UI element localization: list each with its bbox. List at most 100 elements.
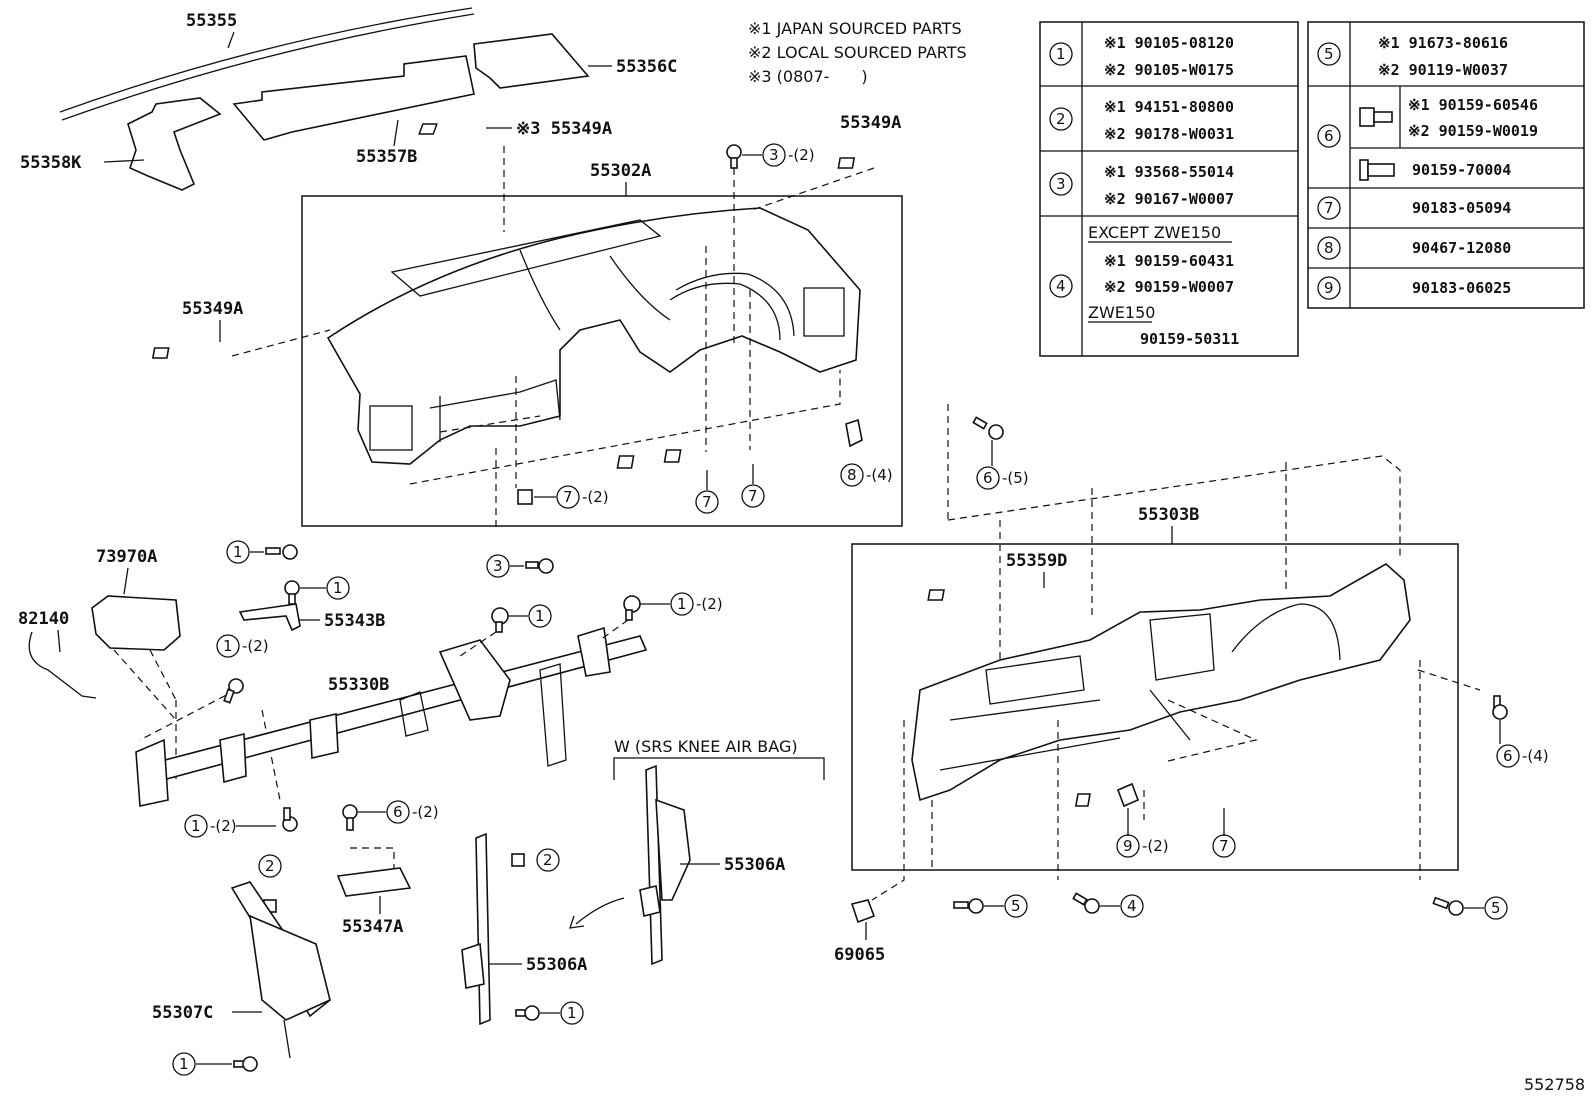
table-b-index-5: 5 (1324, 45, 1334, 63)
airbag-73970A (91, 595, 181, 651)
table-a-row4-line3: ※2 90159-W0007 (1104, 278, 1234, 296)
callout-6-top-num: 6 (983, 469, 993, 487)
screw-1-e (223, 678, 244, 704)
table-b-row8-part: 90467-12080 (1412, 239, 1511, 257)
callout-9-qty: -(2) (1142, 837, 1169, 855)
callout-1-f-qty: -(2) (210, 817, 237, 835)
callout-6-right-num: 6 (1503, 747, 1513, 765)
clip-55359D (927, 589, 945, 601)
nut-7-a (616, 455, 635, 469)
clip-55349A-star (418, 123, 438, 135)
callout-1-b: 1 (333, 579, 343, 597)
screw-3-top (726, 144, 742, 169)
callout-4: 4 (1127, 897, 1137, 915)
pad-55357B (232, 55, 475, 141)
table-b-index-8: 8 (1324, 239, 1334, 257)
table-b-row9-part: 90183-06025 (1412, 279, 1511, 297)
label-55358K: 55358K (20, 153, 82, 173)
table-a-index-2: 2 (1056, 110, 1066, 128)
table-a-row4-line5: 90159-50311 (1140, 330, 1239, 348)
label-55359D: 55359D (1006, 551, 1067, 571)
bolt-4 (1072, 892, 1100, 914)
bolt-5-right (1432, 896, 1464, 916)
callout-1-d-qty: -(2) (696, 595, 723, 613)
bracket-55306A-upper (639, 764, 691, 966)
callout-1-f-num: 1 (191, 817, 201, 835)
clip-55349A-right (837, 157, 856, 169)
instrument-panel-upper (326, 207, 861, 465)
table-b-row6-line2: ※2 90159-W0019 (1408, 122, 1538, 140)
callout-1-c: 1 (535, 607, 545, 625)
label-55347A: 55347A (342, 917, 403, 937)
bolt-flange-icon (1359, 107, 1393, 127)
bracket-55306A-lower (461, 832, 491, 1026)
callout-6-mid-qty: -(2) (412, 803, 439, 821)
note-local-sourced: ※2 LOCAL SOURCED PARTS (748, 43, 967, 62)
table-b-index-9: 9 (1324, 279, 1334, 297)
diagram-code: 552758 (1524, 1075, 1585, 1094)
callout-1-h: 1 (567, 1004, 577, 1022)
table-b-index-6: 6 (1324, 127, 1334, 145)
screw-1-a (265, 544, 298, 560)
bolt-5-left (953, 898, 984, 914)
lower-panel-frame (851, 543, 1459, 871)
label-55330B: 55330B (328, 675, 389, 695)
defroster-trim-strip (59, 7, 475, 121)
label-55357B: 55357B (356, 147, 417, 167)
table-b-row7-part: 90183-05094 (1412, 199, 1511, 217)
pad-55356C (473, 33, 590, 89)
callout-6-mid-num: 6 (393, 803, 403, 821)
table-a-row3-line2: ※2 90167-W0007 (1104, 190, 1234, 208)
bolt-6-mid (342, 804, 358, 831)
label-55303B: 55303B (1138, 505, 1199, 525)
screw-1-d (623, 595, 641, 621)
callout-1-e-qty: -(2) (242, 637, 269, 655)
callout-2-a: 2 (265, 857, 275, 875)
table-a-row2-line1: ※1 94151-80800 (1104, 98, 1234, 116)
label-69065: 69065 (834, 945, 885, 965)
label-82140: 82140 (18, 609, 69, 629)
label-73970A: 73970A (96, 547, 157, 567)
table-a-row2-line2: ※2 90178-W0031 (1104, 125, 1234, 143)
callout-8-num: 8 (847, 466, 857, 484)
table-b-row6-line3: 90159-70004 (1412, 161, 1511, 179)
label-55349A-star: ※3 55349A (516, 119, 612, 139)
table-b-row5-line1: ※1 91673-80616 (1378, 34, 1508, 52)
arrow-knee-variant (575, 897, 625, 925)
steering-support-55330B (135, 626, 648, 807)
table-a-index-4: 4 (1056, 277, 1066, 295)
clip-55349A-left (151, 347, 170, 359)
fastener-table-b: 5 ※1 91673-80616 ※2 90119-W0037 6 ※1 901… (1307, 21, 1585, 309)
brace-55307C (230, 881, 332, 1059)
screw-3-low (525, 558, 554, 574)
callout-9-num: 9 (1123, 837, 1133, 855)
table-b-row6-line1: ※1 90159-60546 (1408, 96, 1538, 114)
callout-6-right-qty: -(4) (1522, 747, 1549, 765)
table-a-index-3: 3 (1056, 175, 1066, 193)
callout-3-top-num: 3 (769, 146, 779, 164)
callout-1-a: 1 (233, 543, 243, 561)
table-a-row4-except: EXCEPT ZWE150 (1088, 223, 1221, 242)
screw-1-f (282, 807, 298, 832)
nut-7-right (1074, 793, 1091, 807)
label-55356C: 55356C (616, 57, 677, 77)
label-knee-airbag: W (SRS KNEE AIR BAG) (614, 737, 798, 756)
screw-1-g (233, 1056, 258, 1072)
callout-3-top (762, 143, 786, 167)
nut-7-qty2 (517, 489, 533, 505)
note-date-range: ※3 (0807- ) (748, 67, 868, 86)
bracket-69065 (850, 899, 876, 924)
bracket-55347A (336, 867, 412, 897)
callout-8-qty: -(4) (866, 466, 893, 484)
table-a-row1-line2: ※2 90105-W0175 (1104, 61, 1234, 79)
label-55349A-right: 55349A (840, 113, 901, 133)
screw-1-h (515, 1005, 540, 1021)
callout-7-right: 7 (1219, 837, 1229, 855)
clip-8 (845, 418, 863, 448)
callout-6-top-qty: -(5) (1002, 469, 1029, 487)
bolt-washer-icon (1359, 159, 1395, 181)
fastener-table-a: 1 ※1 90105-08120 ※2 90105-W0175 2 ※1 941… (1039, 21, 1299, 357)
nut-2-b (511, 853, 525, 867)
note-japan-sourced: ※1 JAPAN SOURCED PARTS (748, 19, 962, 38)
